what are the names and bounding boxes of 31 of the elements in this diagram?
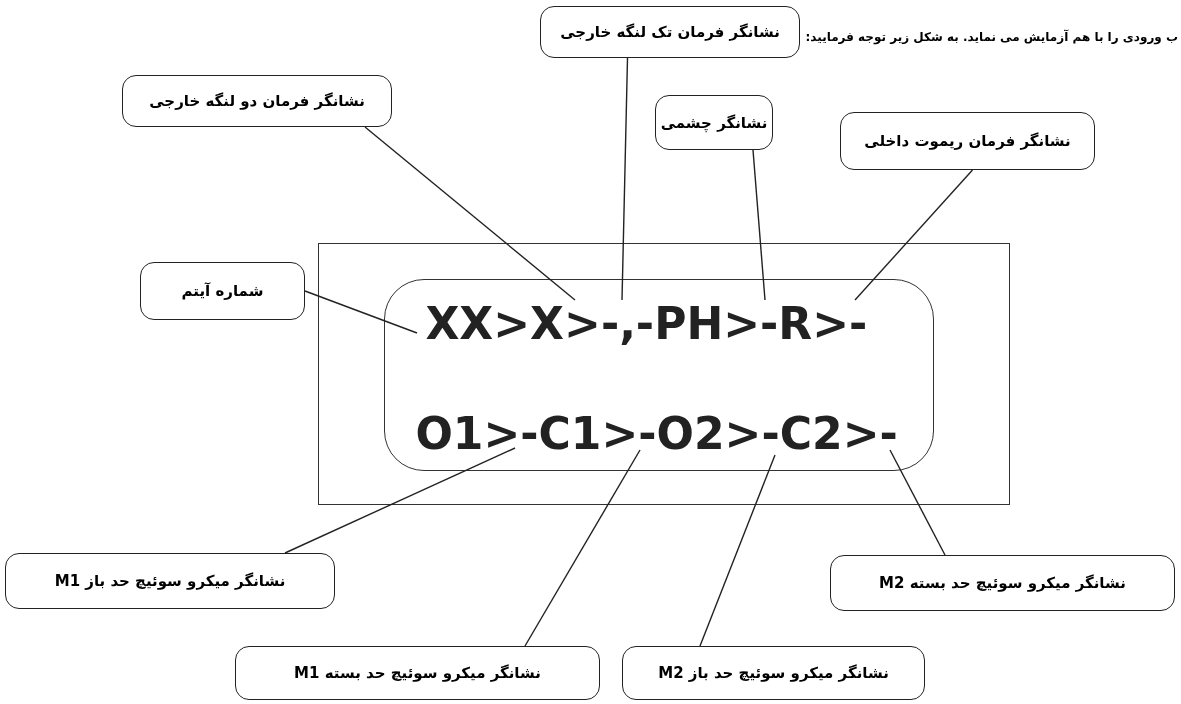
callout-bubble	[140, 262, 305, 320]
callout-text: نشانگر میکرو سوئیچ حد بسته M1	[294, 664, 541, 682]
callout-text: شماره آیتم	[181, 282, 264, 300]
leader-line	[752, 149, 766, 301]
callout-text: نشانگر فرمان تک لنگه خارجی	[560, 23, 780, 41]
leader-line	[304, 290, 418, 334]
leader-line	[621, 57, 629, 301]
callout-bubble	[622, 646, 925, 700]
callout-bubble	[5, 553, 335, 609]
leader-line	[854, 169, 974, 301]
callout-text: نشانگر چشمی	[660, 113, 768, 132]
callout-text: نشانگر میکرو سوئیچ حد باز M1	[54, 572, 286, 590]
screen-frame	[318, 243, 1010, 505]
callout-bubble	[540, 6, 800, 58]
display-panel	[384, 279, 935, 472]
callout-text: نشانگر میکرو سوئیچ حد بسته M2	[879, 574, 1126, 592]
callout-bubble	[655, 95, 773, 150]
leader-line	[889, 449, 946, 556]
leader-line	[524, 449, 641, 647]
callout-text: نشانگر فرمان دو لنگه خارجی	[149, 92, 365, 110]
callout-bubble	[235, 646, 600, 700]
display-code-text: XX>X>-,-PH>-R>-	[425, 298, 868, 350]
callout-bubble	[840, 112, 1095, 170]
callout-bubble	[830, 555, 1175, 611]
callout-text: نشانگر میکرو سوئیچ حد باز M2	[658, 664, 889, 682]
display-code-text: O1>-C1>-O2>-C2>-	[415, 408, 898, 460]
callout-text: نشانگر فرمان ریموت داخلی	[864, 132, 1071, 150]
leader-line	[284, 447, 516, 554]
callout-bubble	[122, 75, 392, 127]
leader-line	[699, 454, 776, 647]
leader-line	[364, 126, 576, 301]
